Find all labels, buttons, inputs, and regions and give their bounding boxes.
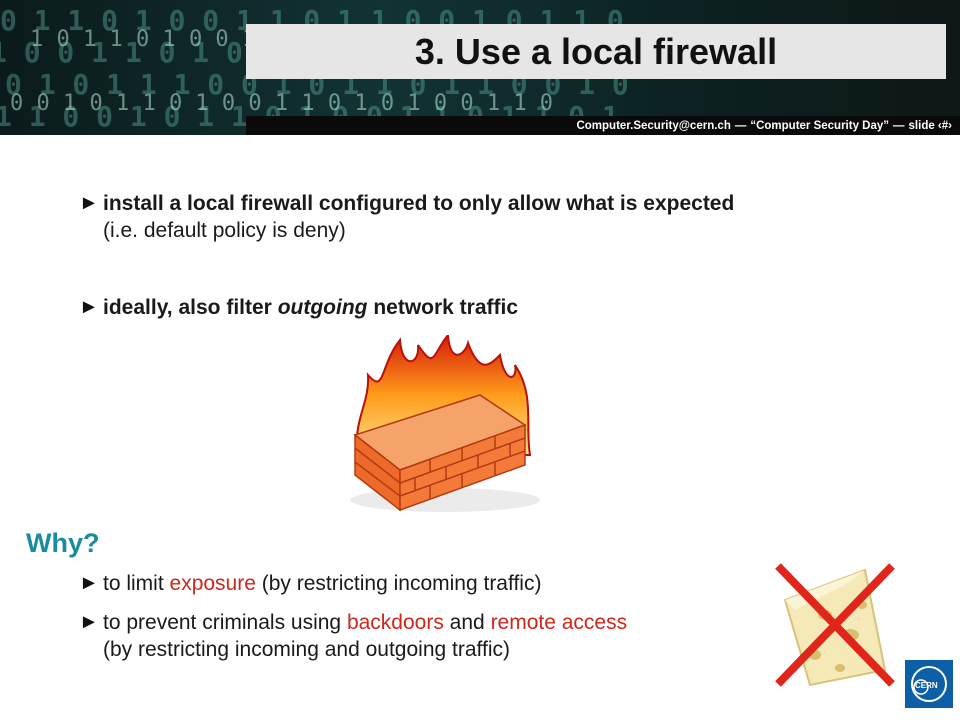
bullet-bold-text: install a local firewall configured to o… xyxy=(103,192,735,215)
why-item-backdoors: ► to prevent criminals using backdoors a… xyxy=(79,609,803,663)
why-text-pre: to limit xyxy=(103,572,170,595)
header-banner: 0 1 1 0 1 0 0 1 1 0 1 1 0 0 1 0 1 1 0 1 … xyxy=(0,0,960,135)
why-text-line2: (by restricting incoming and outgoing tr… xyxy=(103,638,510,661)
bullet-text-part1: ideally, also filter xyxy=(103,296,278,319)
why-text-post: (by restricting incoming traffic) xyxy=(255,572,542,595)
bullet-arrow-icon: ► xyxy=(79,572,99,594)
firewall-icon xyxy=(350,335,540,512)
cern-logo: CERN xyxy=(905,660,953,708)
footer-separator: — xyxy=(734,119,747,132)
bullet-italic-text: outgoing xyxy=(277,296,368,319)
bullet-install-firewall: ► install a local firewall configured to… xyxy=(79,190,923,244)
highlight-remote-access: remote access xyxy=(490,611,628,634)
bullet-arrow-icon: ► xyxy=(79,296,99,318)
bullet-filter-outgoing: ► ideally, also filter outgoing network … xyxy=(79,294,923,321)
footer-separator: — xyxy=(893,119,905,132)
bullet-arrow-icon: ► xyxy=(79,611,99,633)
bullet-plain-text: (i.e. default policy is deny) xyxy=(103,219,346,242)
highlight-exposure: exposure xyxy=(169,572,256,595)
footer-event: “Computer Security Day” xyxy=(750,119,890,132)
highlight-backdoors: backdoors xyxy=(346,611,444,634)
bullet-arrow-icon: ► xyxy=(79,192,99,214)
slide-footer-bar: Computer.Security@cern.ch — “Computer Se… xyxy=(246,116,960,135)
footer-slide-number: slide ‹#› xyxy=(908,119,952,132)
why-text-pre: to prevent criminals using xyxy=(103,611,347,634)
swiss-cheese-icon xyxy=(775,563,895,687)
why-heading: Why? xyxy=(26,528,100,558)
bullet-text-part2: network traffic xyxy=(367,296,519,319)
svg-text:0 0 1 0 1 1 0 1 0 0 1 1 0 1 0: 0 0 1 0 1 1 0 1 0 0 1 1 0 1 0 1 0 0 1 1 … xyxy=(10,91,553,116)
why-item-exposure: ► to limit exposure (by restricting inco… xyxy=(79,570,753,597)
footer-email: Computer.Security@cern.ch xyxy=(576,119,731,132)
slide-title: 3. Use a local firewall xyxy=(414,30,778,72)
svg-text:CERN: CERN xyxy=(915,681,938,690)
slide-title-box: 3. Use a local firewall xyxy=(246,24,946,79)
red-cross-icon xyxy=(775,563,895,687)
why-text-mid: and xyxy=(443,611,491,634)
